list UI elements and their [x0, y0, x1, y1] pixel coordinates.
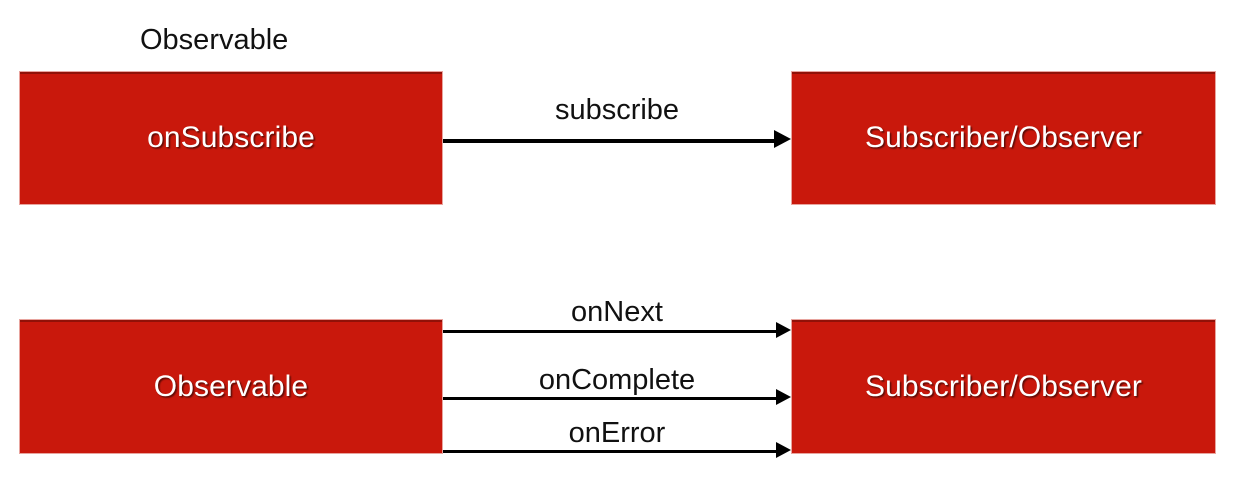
arrow-label-oncomplete: onComplete [538, 364, 696, 396]
node-subscriber-observer-bottom-label: Subscriber/Observer [865, 369, 1142, 403]
node-on-subscribe-label: onSubscribe [147, 121, 315, 154]
arrow-onerror-head [776, 442, 791, 458]
node-observable-label: Observable [153, 369, 309, 403]
arrow-oncomplete-shaft [443, 397, 777, 400]
arrow-onnext-shaft [443, 330, 777, 333]
arrow-subscribe-head [774, 130, 791, 148]
arrow-oncomplete-head [776, 389, 791, 405]
arrow-onnext-head [776, 322, 791, 338]
caption-observable-top: Observable [140, 24, 289, 56]
arrow-label-onnext: onNext [571, 296, 663, 328]
arrow-subscribe-shaft [443, 139, 775, 143]
arrow-onerror-shaft [443, 450, 777, 453]
node-subscriber-observer-top-label: Subscriber/Observer [865, 121, 1142, 154]
node-subscriber-observer-bottom[interactable]: Subscriber/Observer [791, 319, 1216, 454]
arrow-label-onerror: onError [568, 417, 666, 449]
arrow-label-subscribe: subscribe [554, 94, 680, 126]
node-on-subscribe[interactable]: onSubscribe [19, 71, 443, 205]
node-observable[interactable]: Observable [19, 319, 443, 454]
node-subscriber-observer-top[interactable]: Subscriber/Observer [791, 71, 1216, 205]
